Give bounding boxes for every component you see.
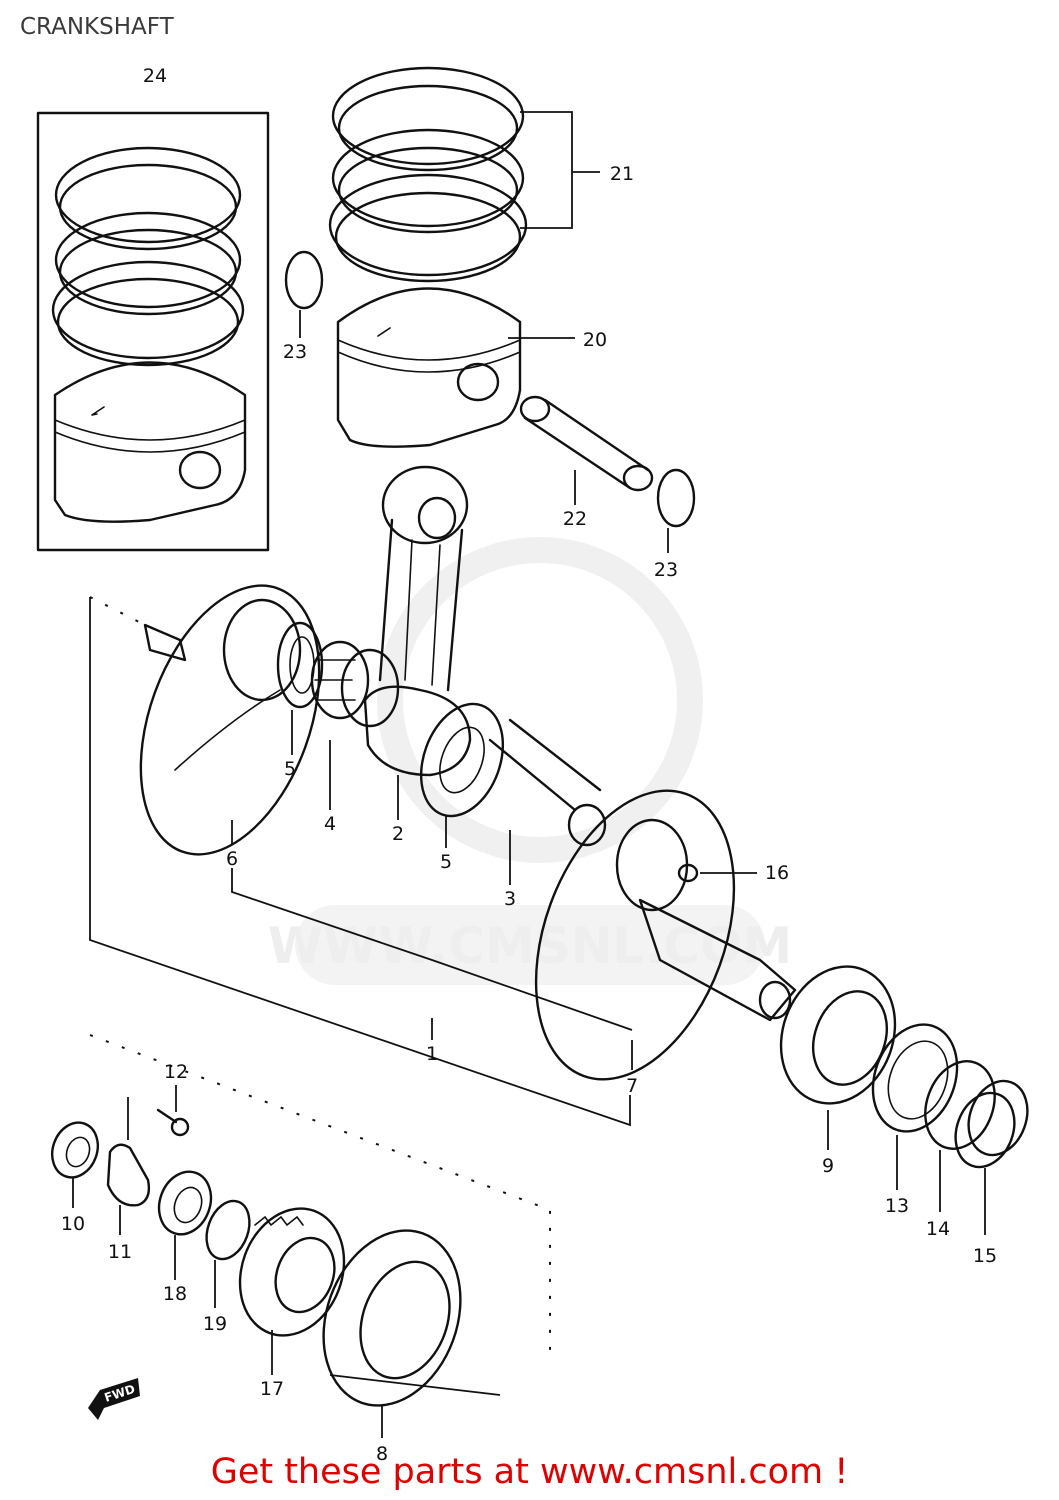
washer-5-left (276, 621, 324, 755)
callout-15: 15 (973, 1245, 997, 1267)
callout-5-left: 5 (284, 758, 296, 780)
nut-18 (157, 1170, 213, 1280)
fwd-arrow-icon: FWD (88, 1378, 140, 1420)
callout-5-right: 5 (440, 851, 452, 873)
page-title: CRANKSHAFT (20, 14, 174, 40)
watermark-text: WWW.CMSNL.COM (268, 917, 793, 975)
oil-seal-10 (51, 1121, 99, 1208)
piston-pin-22 (519, 395, 654, 505)
promo-link[interactable]: Get these parts at www.cmsnl.com ! (210, 1452, 849, 1492)
callout-23-upper: 23 (283, 341, 307, 363)
lower-assembly-bracket (89, 1034, 551, 1396)
callout-1: 1 (426, 1043, 438, 1065)
callout-12: 12 (164, 1061, 188, 1083)
crankshaft-assembly-bracket-1 (89, 596, 633, 1127)
callout-14: 14 (926, 1218, 950, 1240)
callout-23-lower: 23 (654, 559, 678, 581)
callout-19: 19 (203, 1313, 227, 1335)
callout-2: 2 (392, 823, 404, 845)
callout-4: 4 (324, 813, 336, 835)
callout-20: 20 (583, 329, 607, 351)
watermark: WWW.CMSNL.COM (268, 537, 793, 985)
shim-14 (924, 1060, 996, 1212)
callout-17: 17 (260, 1378, 284, 1400)
callout-10: 10 (61, 1213, 85, 1235)
callout-11: 11 (108, 1241, 132, 1263)
crank-pin-3 (488, 718, 607, 885)
gear-13 (871, 1023, 959, 1190)
callout-6: 6 (226, 848, 238, 870)
piston-rings-21 (328, 66, 600, 283)
circlip-23-upper (284, 250, 324, 338)
callout-7: 7 (626, 1075, 638, 1097)
collar-15 (954, 1079, 1029, 1235)
callout-3: 3 (504, 888, 516, 910)
callout-21: 21 (610, 163, 634, 185)
callout-13: 13 (885, 1195, 909, 1217)
bearing-9 (779, 965, 897, 1150)
callout-18: 18 (163, 1283, 187, 1305)
gear-17 (238, 1207, 346, 1375)
bearing-8 (322, 1229, 462, 1438)
crankshaft-left-6 (139, 584, 321, 856)
piston-20 (336, 287, 575, 448)
retainer-11 (106, 1143, 151, 1235)
piston-kit-24 (36, 111, 270, 552)
callout-9: 9 (822, 1155, 834, 1177)
key-16 (677, 863, 757, 883)
callout-24: 24 (143, 65, 167, 87)
callout-16: 16 (765, 862, 789, 884)
washer-19 (205, 1199, 251, 1308)
washer-5-right (419, 702, 505, 848)
circlip-23-lower (656, 468, 696, 553)
callout-8: 8 (376, 1443, 388, 1465)
callout-22: 22 (563, 508, 587, 530)
screw-12 (127, 1085, 190, 1140)
